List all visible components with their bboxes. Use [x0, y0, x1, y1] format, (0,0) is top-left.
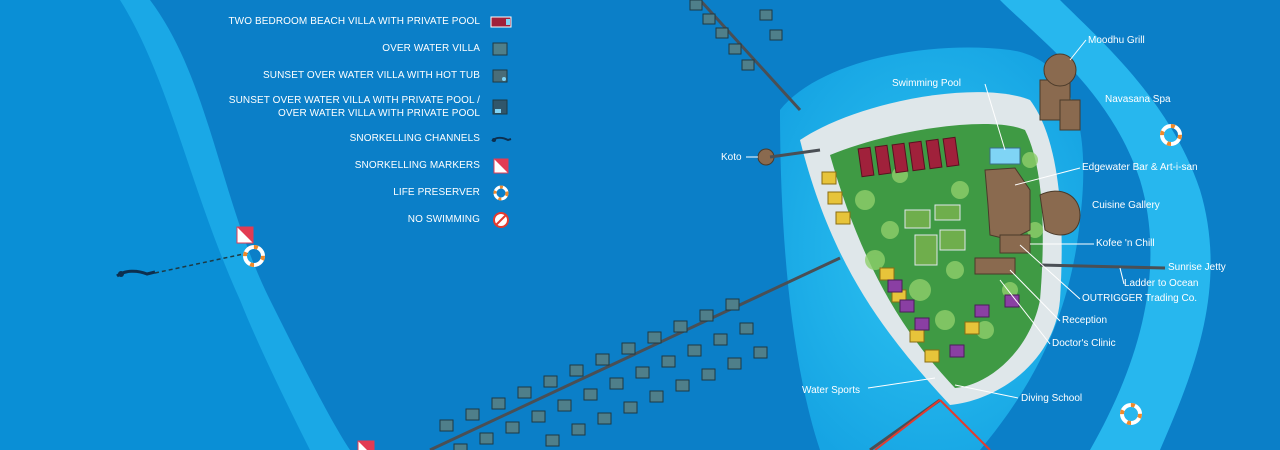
snorkeller-icon	[491, 136, 512, 142]
legend-item-snorkelling-channels: SNORKELLING CHANNELS	[200, 125, 520, 152]
overwater-villa	[647, 331, 662, 344]
overwater-villa	[439, 419, 454, 432]
sunset-villa-private-pool-icon	[492, 99, 508, 115]
beach-villas-red	[857, 136, 960, 178]
overwater-villa	[701, 368, 716, 381]
overwater-villa	[569, 364, 584, 377]
overwater-villa	[673, 320, 688, 333]
south-overwater-villas	[439, 298, 768, 450]
overwater-villa	[687, 344, 702, 357]
label-doctors-clinic: Doctor's Clinic	[1052, 338, 1116, 349]
overwater-villa	[557, 399, 572, 412]
overwater-villa	[543, 375, 558, 388]
overwater-villa	[635, 366, 650, 379]
legend-item-over-water-villa: OVER WATER VILLA	[200, 35, 520, 62]
snorkelling-marker-icon	[493, 158, 509, 173]
map-legend: TWO BEDROOM BEACH VILLA WITH PRIVATE POO…	[200, 8, 520, 233]
label-water-sports: Water Sports	[802, 385, 860, 396]
overwater-villa	[727, 357, 742, 370]
overwater-villa	[621, 342, 636, 355]
no-swimming-boundary	[939, 399, 991, 450]
sunset-villa-hot-tub-icon	[492, 69, 508, 82]
snorkelling-channel	[154, 252, 249, 274]
label-edgewater-bar: Edgewater Bar & Art-i-san	[1082, 162, 1198, 173]
moodhu-grill-building	[1043, 53, 1077, 87]
legend-item-sunset-villa-hot-tub: SUNSET OVER WATER VILLA WITH HOT TUB	[200, 62, 520, 89]
label-moodhu-grill: Moodhu Grill	[1088, 35, 1145, 46]
label-outrigger-trading: OUTRIGGER Trading Co.	[1082, 293, 1198, 304]
overwater-villa	[713, 333, 728, 346]
overwater-villa	[597, 412, 612, 425]
legend-item-no-swimming: NO SWIMMING	[200, 206, 520, 233]
overwater-villa	[661, 355, 676, 368]
life-preserver-icon	[1160, 124, 1182, 146]
two-bedroom-villa-icon	[490, 16, 512, 27]
life-preserver-icon	[1120, 403, 1142, 425]
overwater-villa	[675, 379, 690, 392]
swimming-pool	[989, 147, 1021, 165]
legend-item-snorkelling-markers: SNORKELLING MARKERS	[200, 152, 520, 179]
over-water-villa-icon	[492, 42, 508, 55]
label-swimming-pool: Swimming Pool	[892, 78, 961, 89]
label-diving-school: Diving School	[1021, 393, 1083, 404]
overwater-villa	[583, 388, 598, 401]
overwater-villa	[595, 353, 610, 366]
overwater-villa	[491, 397, 506, 410]
overwater-villa	[725, 298, 740, 311]
overwater-villa	[505, 421, 520, 434]
overwater-villa	[479, 432, 494, 445]
overwater-villa	[531, 410, 546, 423]
north-overwater-villas	[689, 0, 783, 71]
overwater-villa	[517, 386, 532, 399]
overwater-villa	[571, 423, 586, 436]
legend-item-two-bedroom-villa: TWO BEDROOM BEACH VILLA WITH PRIVATE POO…	[200, 8, 520, 35]
snorkelling-marker-icon	[357, 440, 375, 450]
sports-courts	[904, 204, 966, 266]
overwater-villa	[609, 377, 624, 390]
snorkeller-icon	[116, 269, 156, 278]
label-navasana-spa: Navasana Spa	[1105, 94, 1171, 105]
overwater-villa	[545, 434, 560, 447]
label-kofee-n-chill: Kofee 'n Chill	[1096, 238, 1155, 249]
life-preserver-icon	[493, 185, 509, 200]
overwater-villa	[699, 309, 714, 322]
snorkelling-marker-icon	[236, 226, 254, 244]
label-sunrise-jetty: Sunrise Jetty	[1168, 262, 1226, 273]
legend-item-sunset-villa-private-pool: SUNSET OVER WATER VILLA WITH PRIVATE POO…	[200, 89, 520, 125]
tree-canopy	[855, 152, 1043, 339]
label-ladder-to-ocean: Ladder to Ocean	[1124, 278, 1199, 289]
life-preserver-icon	[243, 245, 265, 267]
overwater-villa	[753, 346, 768, 359]
label-cuisine-gallery: Cuisine Gallery	[1092, 200, 1160, 211]
no-swimming-icon	[493, 211, 509, 228]
label-koto: Koto	[721, 152, 742, 163]
beach-villas-purple	[887, 279, 1020, 358]
label-reception: Reception	[1062, 315, 1108, 326]
overwater-villa	[649, 390, 664, 403]
beach-villas-yellow	[821, 171, 980, 363]
overwater-villa	[465, 408, 480, 421]
overwater-villa	[739, 322, 754, 335]
overwater-villa	[623, 401, 638, 414]
legend-item-life-preserver: LIFE PRESERVER	[200, 179, 520, 206]
